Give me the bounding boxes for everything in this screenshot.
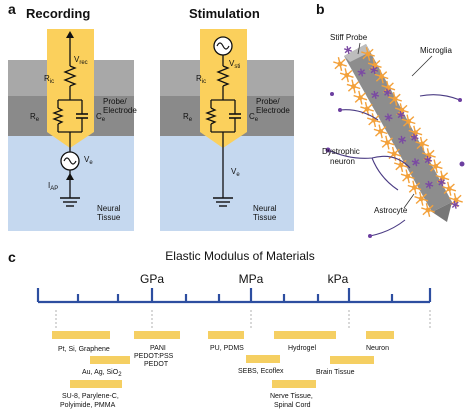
r-ic-label-stim: Ric	[196, 74, 206, 85]
v-e-label: Ve	[84, 155, 93, 166]
astrocyte-cell	[361, 47, 375, 61]
unit-kpa: kPa	[328, 272, 349, 286]
microglia-cell	[398, 135, 407, 144]
astrocyte-cell	[388, 91, 403, 106]
microglia-cell	[383, 88, 392, 97]
material-label: PU, PDMS	[210, 345, 244, 352]
material-bar	[274, 331, 336, 339]
stimulation-title: Stimulation	[189, 6, 260, 21]
material-label: Brain Tissue	[316, 369, 355, 376]
astrocyte-cell	[393, 158, 408, 173]
microglia-cell	[357, 68, 366, 77]
astrocyte-cell	[366, 113, 381, 128]
material-label: Pt, Si, Graphene	[58, 346, 110, 353]
astrocyte-cell	[339, 68, 354, 83]
v-e-label-stim: Ve	[231, 167, 240, 178]
astrocyte-cell	[428, 159, 443, 174]
material-label: SEBS, Ecoflex	[238, 368, 284, 375]
c-e-label-stim: Ce	[249, 112, 259, 123]
microglia-cluster	[343, 45, 460, 209]
astrocyte-cell	[360, 101, 375, 116]
material-label: Au, Ag, SiO2	[82, 369, 122, 378]
microglia-cell	[410, 133, 419, 142]
microglia-cell	[371, 90, 380, 99]
material-bar	[208, 331, 244, 339]
astrocyte-cell	[373, 124, 388, 139]
material-label: Nerve Tissue,Spinal Cord	[270, 393, 313, 409]
material-label: Neuron	[366, 345, 389, 352]
dystrophic-neuron	[327, 94, 461, 237]
recording-circuit: Recording Vrec Ric Re Ce Ve IAP Probe/El…	[8, 6, 137, 231]
unit-gpa: GPa	[140, 272, 164, 286]
astrocyte-cell	[415, 136, 430, 151]
svg-text:Probe/Electrode: Probe/Electrode	[256, 97, 290, 115]
stimulation-circuit: Stimulation Vsti Ric Re Ce Ve Probe/Elec…	[160, 6, 294, 231]
modulus-title: Elastic Modulus of Materials	[165, 249, 314, 263]
microglia-cell	[411, 158, 420, 167]
c-e-label: Ce	[96, 112, 106, 123]
v-sti-label: Vsti	[229, 59, 240, 70]
material-bar	[134, 331, 180, 339]
r-e-label: Re	[30, 112, 40, 123]
resistor-ric-icon	[63, 65, 77, 87]
r-ic-label: Ric	[44, 74, 54, 85]
current-arrow-icon	[66, 173, 74, 180]
astrocyte-cell	[421, 203, 435, 217]
astrocyte-cell	[407, 180, 422, 195]
microglia-cell	[369, 65, 379, 75]
microglia-cell	[451, 200, 460, 209]
astrocyte-cell	[401, 114, 416, 129]
astrocyte-cell	[400, 169, 415, 184]
materials: Pt, Si, Graphene Au, Ag, SiO2 SU-8, Pary…	[52, 331, 394, 409]
microglia-cell	[343, 45, 353, 55]
microglia-label: Microglia	[420, 46, 453, 55]
modulus-scale: GPa MPa kPa	[36, 272, 432, 330]
stiff-probe-label: Stiff Probe	[330, 33, 368, 42]
astrocyte-cell	[353, 90, 368, 105]
astrocyte-label: Astrocyte	[374, 206, 408, 215]
material-bar	[52, 331, 110, 339]
astrocyte-cell	[346, 79, 361, 94]
material-bar	[90, 356, 130, 364]
material-bar	[246, 355, 280, 363]
microglia-cell	[437, 178, 446, 187]
material-label: Hydrogel	[288, 345, 316, 352]
up-arrow-icon	[66, 31, 74, 38]
astrocyte-cell	[380, 135, 395, 150]
i-ap-label: IAP	[48, 181, 58, 192]
microglia-cell	[384, 113, 393, 122]
astrocyte-cell	[374, 69, 389, 84]
panel-c-label: c	[8, 249, 16, 265]
astrocyte-cell	[414, 191, 429, 206]
v-rec-label: Vrec	[74, 55, 88, 66]
microglia-cell	[397, 110, 406, 119]
panel-b-label: b	[316, 1, 325, 17]
resistor-re-icon	[52, 107, 64, 125]
microglia-cell	[425, 180, 434, 189]
recording-title: Recording	[26, 6, 90, 21]
material-bar	[272, 380, 316, 388]
material-bar	[70, 380, 122, 388]
astrocyte-cell	[333, 57, 347, 71]
unit-mpa: MPa	[239, 272, 264, 286]
probe-electrode-label: Probe/Electrode	[103, 97, 137, 115]
material-bar	[330, 356, 374, 364]
material-bar	[366, 331, 394, 339]
panel-a-label: a	[8, 1, 16, 17]
astrocyte-cell	[442, 181, 457, 196]
material-label: SU-8, Parylene-C,Polyimide, PMMA	[60, 393, 119, 409]
stiff-probe-shape	[344, 44, 452, 212]
microglia-cell	[424, 155, 433, 164]
r-e-label-stim: Re	[183, 112, 193, 123]
astrocyte-cell	[387, 146, 402, 161]
